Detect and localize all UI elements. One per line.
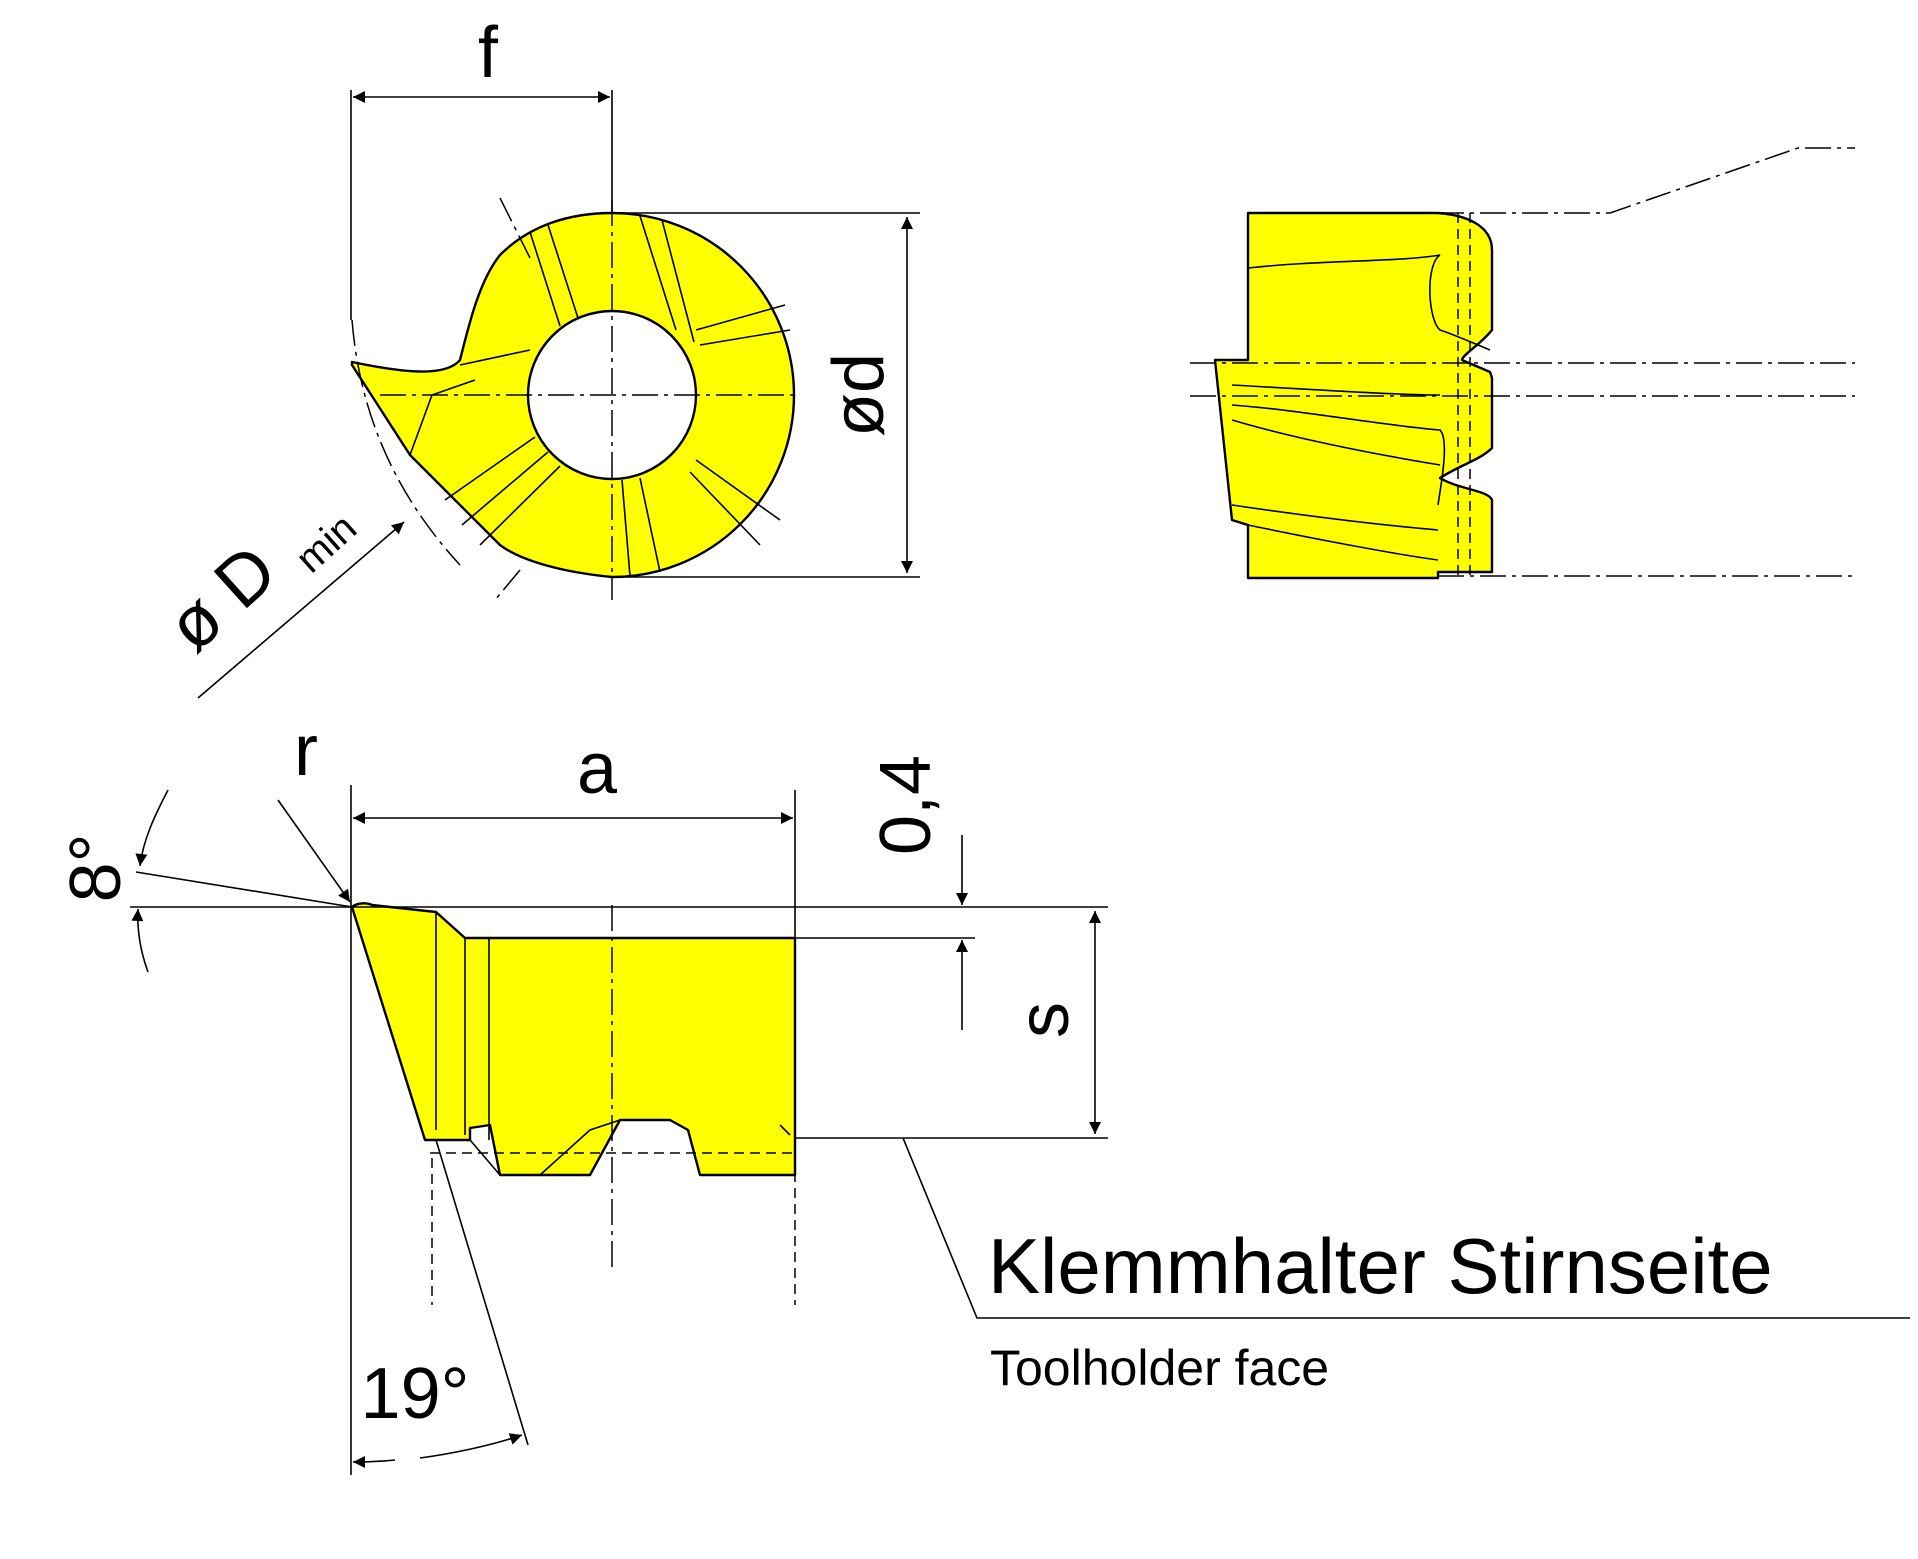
side-view xyxy=(1190,147,1855,580)
label-d: ød xyxy=(819,353,899,437)
dimension-a: a xyxy=(353,729,793,824)
label-angle-bottom: 19° xyxy=(361,1354,470,1434)
front-view: a r 0,4 s 8° 19° xyxy=(56,711,1910,1475)
dimension-d: ød xyxy=(612,212,920,578)
label-gap: 0,4 xyxy=(866,755,946,855)
front-insert-body xyxy=(350,902,797,1177)
dimension-r: r xyxy=(277,711,351,903)
dimension-f: f xyxy=(350,13,613,320)
caption-main: Klemmhalter Stirnseite xyxy=(988,1222,1773,1310)
caption-sub: Toolholder face xyxy=(990,1340,1329,1396)
dimension-s: s xyxy=(1004,911,1101,1134)
caption-leader xyxy=(902,1137,1910,1319)
label-f: f xyxy=(478,13,499,93)
label-angle-top: 8° xyxy=(56,834,136,903)
top-centerline-diag2 xyxy=(494,569,521,601)
dmin-arc xyxy=(351,319,461,566)
caption: Klemmhalter Stirnseite Toolholder face xyxy=(988,1222,1773,1396)
side-centerline-top xyxy=(1438,147,1855,214)
label-s: s xyxy=(1004,1002,1084,1038)
dimension-dmin: ø D min xyxy=(152,506,405,699)
dimension-gap: 0,4 xyxy=(866,755,968,1030)
dimension-angle-top: 8° xyxy=(56,789,169,973)
flute-edges xyxy=(409,215,791,577)
top-view: f xyxy=(152,13,920,699)
label-a: a xyxy=(577,729,618,809)
label-dmin: ø D xyxy=(152,530,292,667)
dimension-angle-bottom: 19° xyxy=(352,1139,529,1468)
label-dmin-sub: min xyxy=(288,506,365,582)
label-r: r xyxy=(294,711,318,791)
top-centerline-diag xyxy=(499,197,531,259)
side-insert-body xyxy=(1213,211,1494,580)
